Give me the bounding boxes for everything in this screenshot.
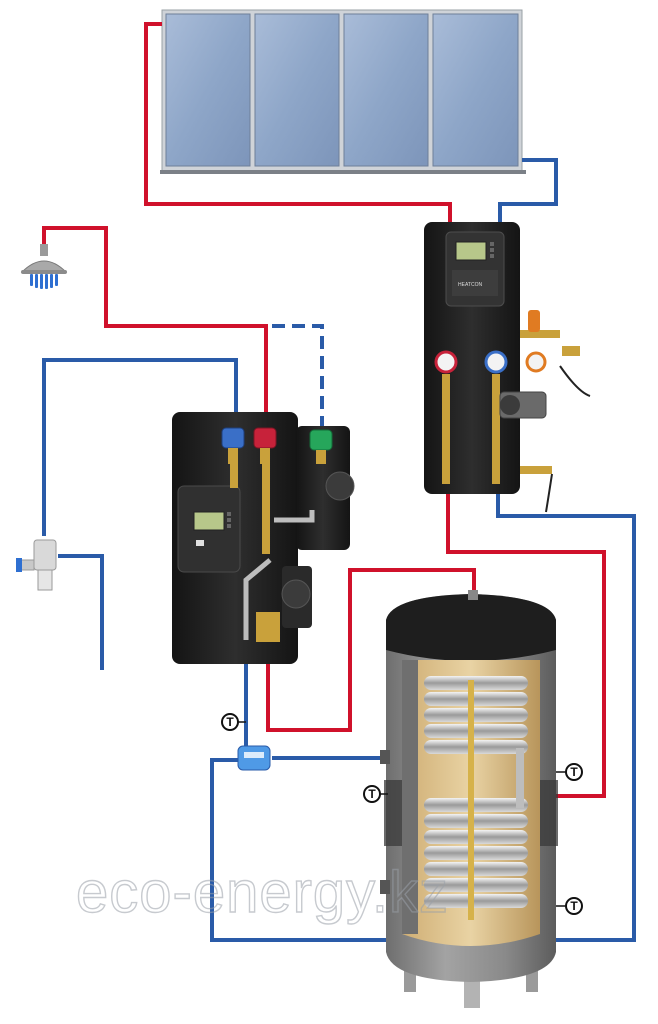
thermostatic-valve-blue-icon <box>221 427 245 464</box>
cold-pipe-collector-return <box>498 158 558 226</box>
cold-pipe-tank-bottom <box>210 758 398 942</box>
sensor-label: T <box>226 715 234 729</box>
solar-panel-icon <box>165 13 519 167</box>
svg-text:HEATCON: HEATCON <box>458 282 482 288</box>
pump-icon <box>281 471 355 609</box>
mixing-valve-icon <box>16 539 57 591</box>
storage-tank-icon <box>380 590 558 1008</box>
sensor-label: T <box>368 787 376 801</box>
controller-icon <box>177 485 241 573</box>
heating-module <box>172 412 355 664</box>
cold-pipe-coil-to-station <box>496 492 636 942</box>
controller-icon: HEATCON <box>445 231 505 307</box>
domestic-pipes <box>42 226 476 942</box>
flow-switch-icon <box>237 745 271 771</box>
hot-pipe-to-shower <box>42 226 268 430</box>
temperature-sensor-icon: T <box>556 763 583 781</box>
thermostatic-valve-red-icon <box>253 427 277 464</box>
temperature-sensor-icon: T <box>221 713 246 731</box>
cold-pipe-supply <box>42 358 238 536</box>
cold-pipe-drain <box>58 554 104 670</box>
heat-exchanger-coil <box>424 676 528 908</box>
solar-collector-array <box>160 9 526 174</box>
pump-icon <box>499 391 547 419</box>
hot-pipe-collector-out <box>144 22 452 226</box>
hot-pipe-module-to-tank <box>266 568 476 732</box>
sensor-label: T <box>570 899 578 913</box>
temperature-sensor-icon: T <box>363 785 388 803</box>
thermostatic-valve-green-icon <box>309 429 333 464</box>
pressure-gauge-icon <box>434 350 547 374</box>
sensor-label: T <box>570 765 578 779</box>
solar-loop-pipes <box>144 22 636 942</box>
solar-pump-station: HEATCON <box>424 222 591 513</box>
temperature-sensor-icon: T <box>556 897 583 915</box>
watermark: eco-energy.kz <box>76 860 449 925</box>
temperature-sensors: T T T T <box>221 713 583 915</box>
hot-pipe-station-to-coil <box>446 492 606 798</box>
dashed-circulation-pipe <box>272 324 324 430</box>
shower-head-icon <box>20 244 68 289</box>
